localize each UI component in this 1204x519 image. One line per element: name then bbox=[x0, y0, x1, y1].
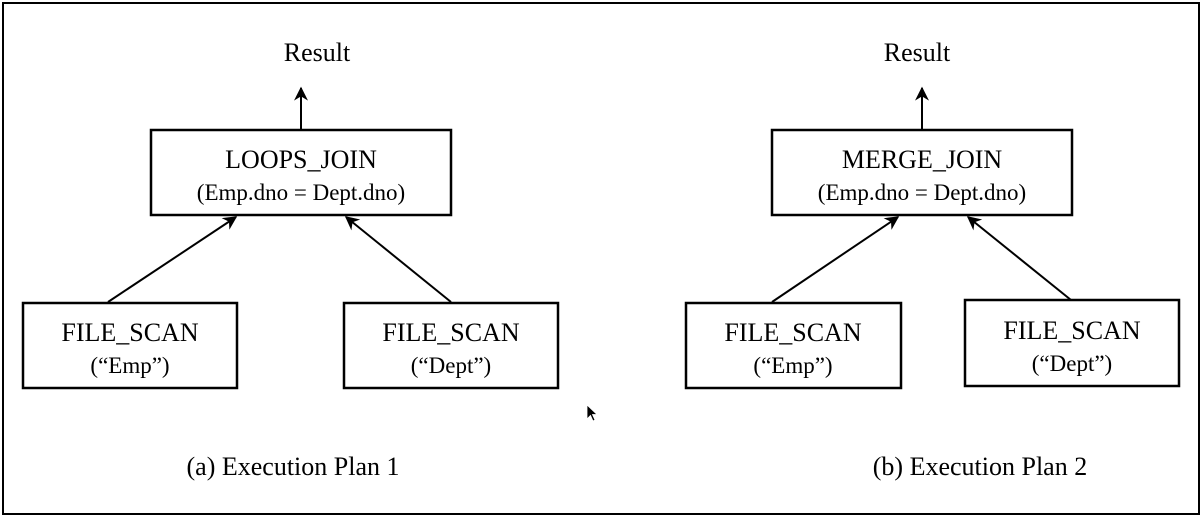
plan-a-caption: (a) Execution Plan 1 bbox=[187, 452, 400, 481]
plan-a-right-scan-box bbox=[342, 301, 560, 390]
plan-b-left-scan-table: (“Emp”) bbox=[753, 353, 832, 378]
plan-b-right-scan-name: FILE_SCAN bbox=[1003, 316, 1140, 345]
plan-a-join-box bbox=[149, 128, 453, 217]
plan-a: Result LOOPS_JOIN (Emp.dno = Dept.dno) F… bbox=[21, 38, 560, 481]
plan-a-left-scan-table: (“Emp”) bbox=[90, 353, 169, 378]
plan-b-right-scan-node: FILE_SCAN (“Dept”) bbox=[963, 298, 1181, 388]
plan-b-right-scan-table: (“Dept”) bbox=[1032, 351, 1112, 376]
plan-b: Result MERGE_JOIN (Emp.dno = Dept.dno) F… bbox=[684, 38, 1181, 481]
plan-a-join-name: LOOPS_JOIN bbox=[225, 145, 377, 174]
mouse-pointer-icon bbox=[586, 404, 599, 422]
plan-a-join-condition: (Emp.dno = Dept.dno) bbox=[197, 180, 405, 205]
plan-b-join-node: MERGE_JOIN (Emp.dno = Dept.dno) bbox=[770, 128, 1074, 217]
plan-a-join-node: LOOPS_JOIN (Emp.dno = Dept.dno) bbox=[149, 128, 453, 217]
plan-b-left-scan-name: FILE_SCAN bbox=[724, 318, 861, 347]
plan-b-join-condition: (Emp.dno = Dept.dno) bbox=[818, 180, 1026, 205]
plan-b-join-box bbox=[770, 128, 1074, 217]
plan-b-arrow-right-scan-to-join bbox=[966, 216, 1072, 301]
plan-b-arrow-left-scan-to-join bbox=[771, 216, 900, 303]
plan-a-arrow-right-scan-to-join bbox=[344, 216, 452, 303]
plan-a-right-scan-name: FILE_SCAN bbox=[382, 318, 519, 347]
plan-a-result-label: Result bbox=[284, 38, 351, 67]
plan-b-result-label: Result bbox=[884, 38, 951, 67]
plan-a-arrow-left-scan-to-join bbox=[107, 216, 238, 303]
plan-a-left-scan-box bbox=[21, 301, 239, 390]
plan-b-caption: (b) Execution Plan 2 bbox=[873, 452, 1087, 481]
plan-b-join-name: MERGE_JOIN bbox=[842, 145, 1003, 174]
plan-a-left-scan-node: FILE_SCAN (“Emp”) bbox=[21, 301, 239, 390]
plan-b-left-scan-node: FILE_SCAN (“Emp”) bbox=[684, 301, 903, 390]
plan-a-left-scan-name: FILE_SCAN bbox=[61, 318, 198, 347]
plan-b-right-scan-box bbox=[963, 298, 1181, 388]
plan-a-right-scan-table: (“Dept”) bbox=[411, 353, 491, 378]
plan-b-left-scan-box bbox=[684, 301, 903, 390]
plan-a-right-scan-node: FILE_SCAN (“Dept”) bbox=[342, 301, 560, 390]
